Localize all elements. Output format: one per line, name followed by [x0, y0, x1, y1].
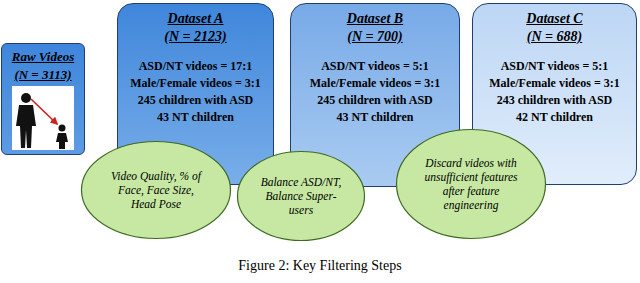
box-line: 245 children with ASD [291, 92, 459, 109]
ellipse-shape [238, 152, 365, 241]
box-line: 43 NT children [291, 109, 459, 126]
ellipse-content: Balance ASD/NT, Balance Super-users [236, 150, 366, 242]
photo-ground [12, 86, 74, 150]
gaze-arrow [31, 99, 57, 124]
child-body [56, 133, 68, 149]
box-line: 243 children with ASD [473, 92, 636, 109]
filter-step: Balance ASD/NT, Balance Super-users [258, 175, 344, 217]
filter-ellipse: Balance ASD/NT, Balance Super-users [236, 150, 366, 242]
box-heading: (N = 2123) [118, 28, 273, 46]
box-heading: (N = 3113) [2, 66, 84, 84]
filter-ellipse: Discard videos with unsufficient feature… [395, 128, 547, 240]
box-heading: Dataset B [291, 10, 459, 28]
ellipse-content: Video Quality, % of Face, Face Size, Hea… [80, 140, 232, 240]
adult-head [21, 93, 31, 103]
child-head [59, 125, 66, 132]
filter-ellipse: Video Quality, % of Face, Face Size, Hea… [80, 140, 232, 240]
box-line: 42 NT children [473, 109, 636, 126]
box-line: ASD/NT videos = 17:1 [118, 58, 273, 75]
box-heading: Dataset C [473, 10, 636, 28]
box-line: Male/Female videos = 3:1 [473, 75, 636, 92]
box-heading: Raw Videos [2, 48, 84, 66]
filter-step: Video Quality, % of Face, Face Size, Hea… [106, 169, 206, 211]
box-line: Male/Female videos = 3:1 [118, 75, 273, 92]
figure-caption: Figure 2: Key Filtering Steps [0, 258, 640, 274]
box-line: 245 children with ASD [118, 92, 273, 109]
box-line: ASD/NT videos = 5:1 [291, 58, 459, 75]
ellipse-outline [395, 128, 547, 240]
ellipse-shape [397, 130, 546, 239]
ellipse-content: Discard videos with unsufficient feature… [395, 128, 547, 240]
box-heading: Dataset A [118, 10, 273, 28]
filter-step: Discard videos with unsufficient feature… [421, 156, 521, 212]
ellipse-shape [82, 142, 231, 239]
box-line: Male/Female videos = 3:1 [291, 75, 459, 92]
adult-body [16, 105, 36, 148]
dataset-box: Raw Videos(N = 3113) [1, 43, 85, 155]
box-heading: (N = 700) [291, 28, 459, 46]
box-heading: (N = 688) [473, 28, 636, 46]
box-line: 43 NT children [118, 109, 273, 126]
box-line: ASD/NT videos = 5:1 [473, 58, 636, 75]
